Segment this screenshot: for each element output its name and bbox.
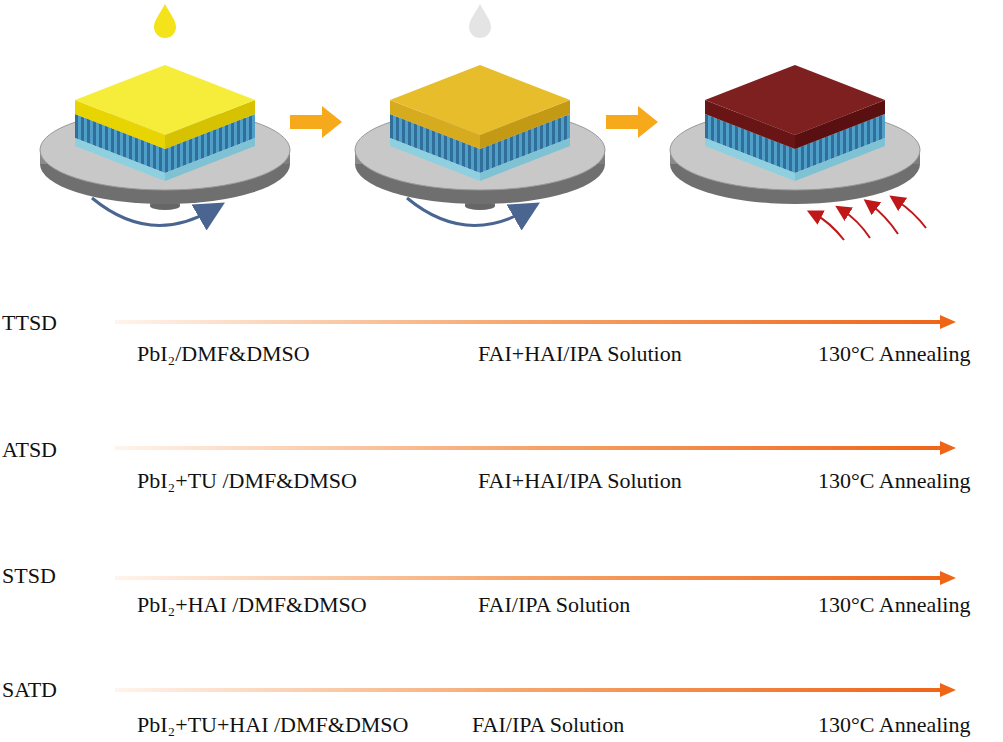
cation-solution-label: FAI/IPA Solution — [472, 712, 624, 737]
cation-solution-label: FAI/IPA Solution — [478, 592, 630, 617]
method-label: STSD — [2, 563, 56, 588]
annealing-label: 130°C Annealing — [818, 592, 970, 617]
cation-solution-label: FAI+HAI/IPA Solution — [478, 468, 682, 493]
method-label: ATSD — [2, 437, 57, 462]
annealing-label: 130°C Annealing — [818, 468, 970, 493]
precursor-label: PbI₂+TU+HAI /DMF&DMSO — [137, 712, 408, 737]
precursor-label: PbI₂+HAI /DMF&DMSO — [137, 592, 367, 617]
method-label: SATD — [2, 677, 57, 702]
annealing-label: 130°C Annealing — [818, 341, 970, 366]
cation-solution-label: FAI+HAI/IPA Solution — [478, 341, 682, 366]
annealing-label: 130°C Annealing — [818, 712, 970, 737]
precursor-label: PbI₂/DMF&DMSO — [137, 341, 310, 366]
method-label: TTSD — [2, 310, 57, 335]
precursor-label: PbI₂+TU /DMF&DMSO — [137, 468, 357, 493]
